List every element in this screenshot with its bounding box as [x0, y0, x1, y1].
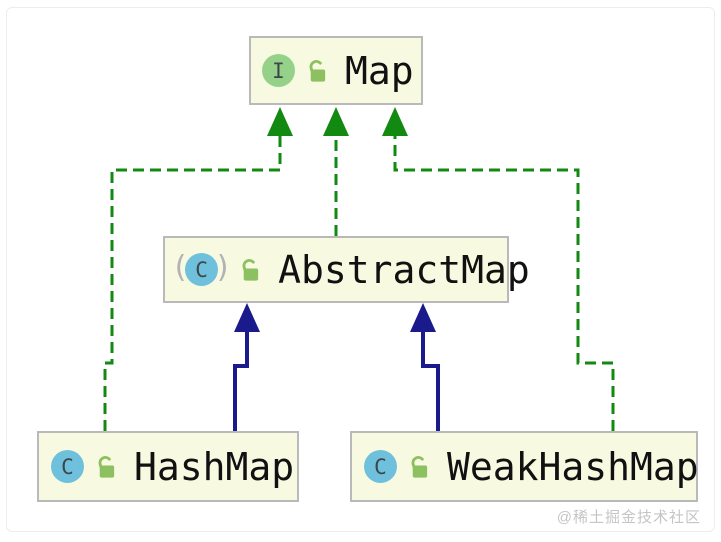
unlocked-icon	[242, 258, 259, 281]
arrowhead-hashmap-extends-abstractmap	[234, 303, 260, 332]
class-icon: C	[364, 450, 431, 483]
interface-icon: I	[262, 54, 329, 87]
unlocked-icon	[98, 455, 115, 478]
node-weakhashmap[interactable]: C WeakHashMap	[350, 431, 699, 502]
unlocked-icon	[309, 59, 326, 82]
node-label-map: Map	[345, 48, 414, 93]
unlocked-icon	[411, 455, 428, 478]
class-icon: C	[51, 450, 118, 483]
edge-weakhashmap-extends-abstractmap[interactable]	[421, 330, 440, 431]
edge-hashmap-extends-abstractmap[interactable]	[233, 330, 249, 431]
node-label-hashmap: HashMap	[134, 444, 295, 489]
arrowhead-hashmap-implements-map	[267, 107, 293, 136]
edge-weakhashmap-implements-map[interactable]	[393, 134, 615, 431]
edge-hashmap-implements-map[interactable]	[103, 134, 282, 431]
abstract-paren-close-icon: )	[214, 250, 233, 285]
node-map[interactable]: I Map	[249, 36, 423, 105]
arrowhead-abstractmap-implements-map	[323, 107, 349, 136]
arrowhead-weakhashmap-extends-abstractmap	[410, 303, 436, 332]
node-hashmap[interactable]: C HashMap	[37, 431, 299, 502]
class-circle-icon: C	[51, 450, 84, 483]
class-circle-icon: C	[185, 253, 219, 286]
abstract-class-icon: ( C )	[171, 250, 262, 287]
abstract-paren-open-icon: (	[171, 250, 190, 285]
watermark: @稀土掘金技术社区	[556, 509, 701, 526]
arrowhead-weakhashmap-implements-map	[382, 107, 408, 136]
node-label-abstractmap: AbstractMap	[278, 247, 530, 292]
node-label-weakhashmap: WeakHashMap	[447, 444, 699, 489]
interface-circle-icon: I	[262, 54, 295, 87]
node-abstractmap[interactable]: ( C ) AbstractMap	[163, 236, 530, 303]
class-circle-icon: C	[364, 450, 397, 483]
